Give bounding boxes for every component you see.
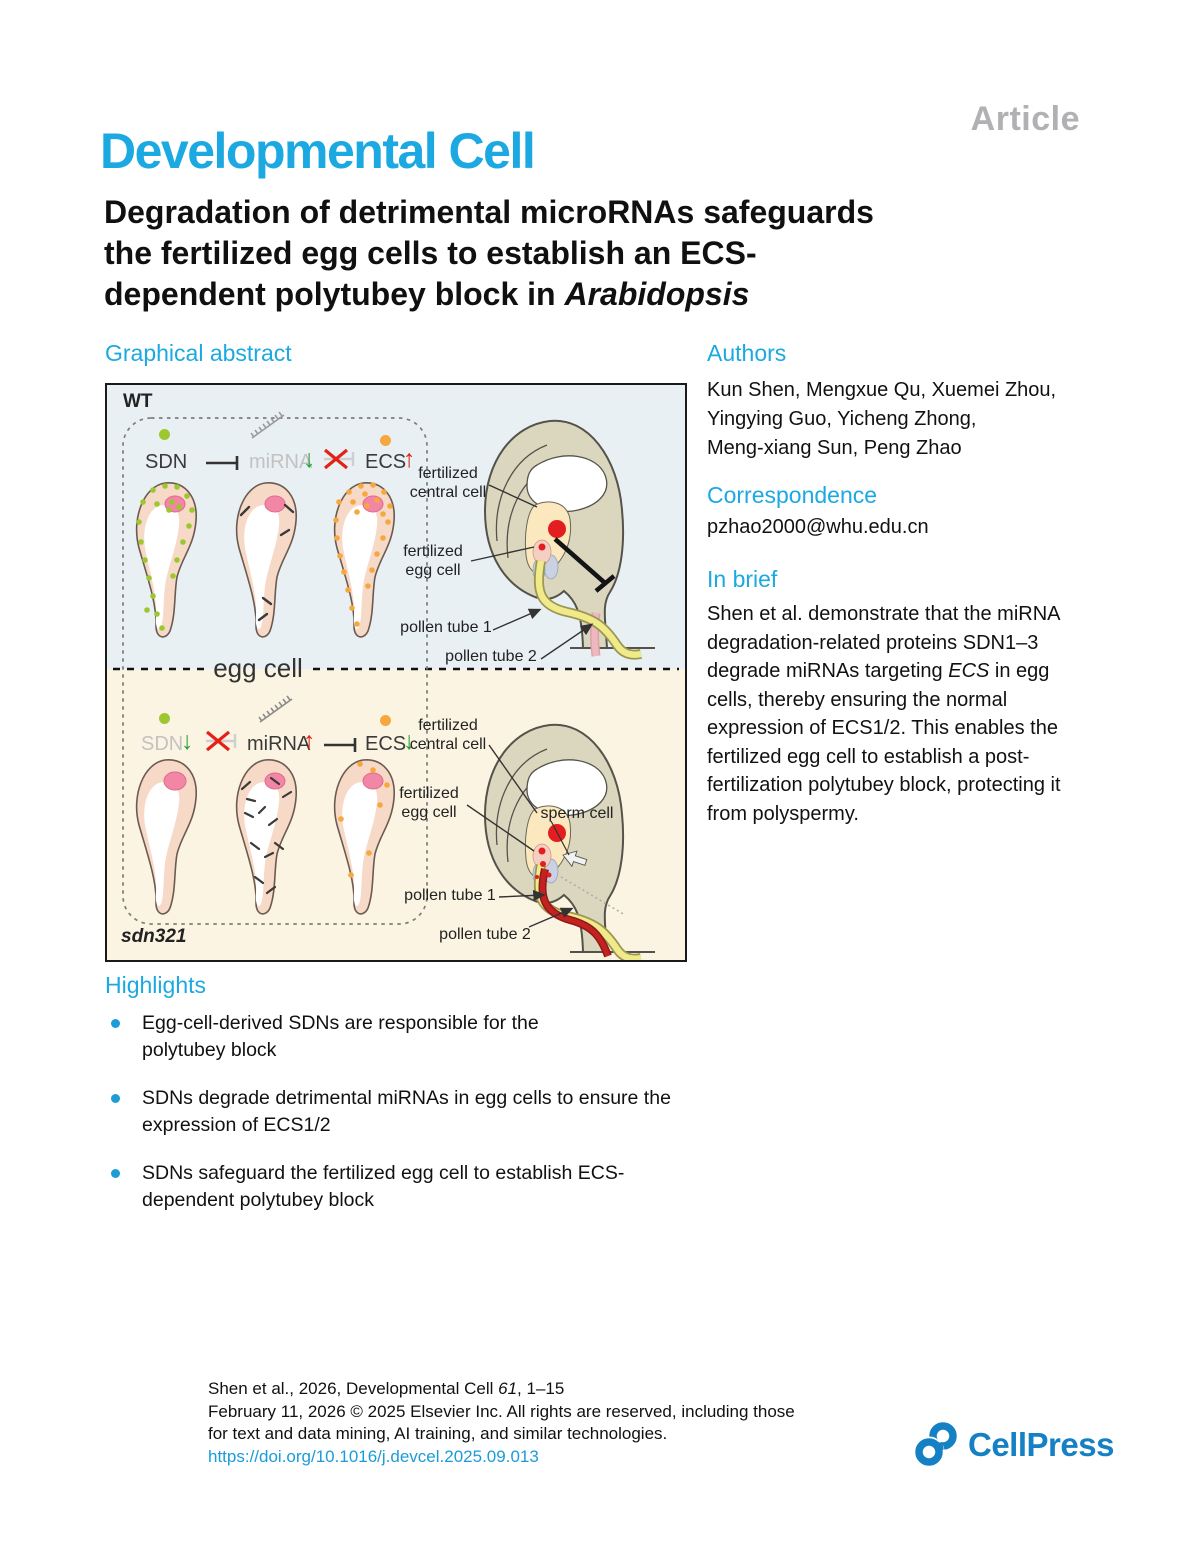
rights-line-2: for text and data mining, AI training, a… [208,1424,668,1443]
highlight-item: SDNs degrade detrimental miRNAs in egg c… [105,1085,725,1138]
highlight-text: SDNs degrade detrimental miRNAs in egg c… [142,1087,671,1136]
cellpress-logo-text: CellPress [968,1426,1114,1463]
in-brief-heading: In brief [707,566,778,592]
doi-link[interactable]: https://doi.org/10.1016/j.devcel.2025.09… [208,1446,539,1466]
highlights-list: Egg-cell-derived SDNs are responsible fo… [105,1010,725,1235]
mutant-sdn-label: SDN [141,733,184,755]
wt-sdn-label: SDN [145,451,188,473]
in-brief-gene-italic: ECS [948,660,990,682]
graphical-abstract-drawing [107,385,685,960]
mutant-panel-label: sdn321 [121,926,187,947]
authors-line: Yingying Guo, Yicheng Zhong, [707,408,977,430]
wt-sdn-cell [135,482,197,638]
highlight-item: Egg-cell-derived SDNs are responsible fo… [105,1010,725,1063]
blocked-inhibition-icon [323,448,355,470]
mutant-ecs-cell [333,759,395,915]
mutant-ovule-diagram [483,723,655,960]
sdn-protein-dot-icon [159,713,170,724]
wt-ovule-diagram [483,419,655,660]
in-brief-text: Shen et al. demonstrate that the miRNA d… [707,600,1099,828]
article-type-label: Article [970,100,1080,138]
ecs-protein-dot-icon [380,715,391,726]
wt-pollen-tube-2-label: pollen tube 2 [445,648,537,665]
wt-fertilized-egg-cell-label: fertilized egg cell [403,543,463,579]
mutant-pollen-tube-2-label: pollen tube 2 [439,926,531,943]
title-line-3: dependent polytubey block in [104,276,565,312]
mutant-fertilized-egg-cell-label: fertilized egg cell [399,785,459,821]
journal-title: Developmental Cell [100,123,536,179]
wt-panel-label: WT [123,391,153,412]
correspondence-email: pzhao2000@whu.edu.cn [707,516,929,538]
wt-central-cell-pointer [488,484,538,508]
wt-mirna-cell [235,482,297,638]
wt-pollen-tube-1-label: pollen tube 1 [400,619,492,636]
mutant-egg-cell-pointer [466,804,535,852]
citation-pre: Shen et al., 2026, Developmental Cell [208,1379,499,1398]
mutant-mirna-cell [235,759,297,915]
citation-line: Shen et al., 2026, Developmental Cell 61… [208,1378,795,1401]
mutant-central-cell-pointer [488,744,538,814]
authors-heading: Authors [707,340,787,366]
highlight-text: SDNs safeguard the fertilized egg cell t… [142,1162,625,1211]
mutant-sperm-cell-label: sperm cell [540,805,614,822]
mirna-down-arrow-icon: ↓ [303,445,316,473]
mutant-mirna-label: miRNA [247,733,311,755]
blocked-inhibition-icon [205,730,237,752]
title-line-2: the fertilized egg cells to establish an… [104,235,757,271]
mirna-hairpin-icon [258,695,293,723]
ecs-protein-dot-icon [380,435,391,446]
citation-pages: , 1–15 [517,1379,565,1398]
bullet-icon [111,1019,120,1028]
title-line-1: Degradation of detrimental microRNAs saf… [104,194,874,230]
authors-list: Kun Shen, Mengxue Qu, Xuemei Zhou, Yingy… [707,376,1105,463]
sdn-down-arrow-icon: ↓ [181,727,194,755]
graphical-abstract-figure: WT sdn321 egg cell SDN miRNA ↓ ECS ↑ [105,383,687,962]
mirna-up-arrow-icon: ↑ [303,727,316,755]
authors-line: Kun Shen, Mengxue Qu, Xuemei Zhou, [707,379,1057,401]
mutant-sdn-cell [135,759,197,915]
correspondence-heading: Correspondence [707,482,878,508]
wt-ecs-cell [333,482,395,638]
wt-egg-cell-pointer [470,546,535,562]
mutant-ecs-label: ECS [365,733,407,755]
cellpress-logo: CellPress [912,1420,1114,1470]
mutant-pollen-tube-1-label: pollen tube 1 [404,887,496,904]
highlight-text: Egg-cell-derived SDNs are responsible fo… [142,1012,539,1061]
egg-cell-label: egg cell [213,653,303,683]
ecs-up-arrow-icon: ↑ [403,445,416,473]
highlights-heading: Highlights [105,972,206,998]
cellpress-logo-icon [913,1422,957,1468]
mutant-pollen-tube2-pointer [528,907,574,928]
sdn-protein-dot-icon [159,429,170,440]
wt-mirna-label: miRNA [249,451,313,473]
citation-block: Shen et al., 2026, Developmental Cell 61… [208,1378,795,1468]
wt-ecs-label: ECS [365,451,407,473]
highlight-item: SDNs safeguard the fertilized egg cell t… [105,1160,725,1213]
inhibition-tbar-icon [324,738,357,752]
wt-pollen-tube1-pointer [492,608,542,631]
rights-line-1: February 11, 2026 © 2025 Elsevier Inc. A… [208,1401,795,1421]
mutant-sperm-cell-pointer [550,820,570,856]
wt-fertilized-central-cell-label: fertilized central cell [409,465,487,501]
mutant-pollen-tube1-pointer [498,889,546,902]
citation-volume: 61 [498,1379,518,1398]
graphical-abstract-heading: Graphical abstract [105,340,292,366]
wt-pollen-tube2-pointer [540,623,594,660]
paper-title: Degradation of detrimental microRNAs saf… [104,192,1104,315]
in-brief-part1: Shen et al. demonstrate that the miRNA d… [707,603,1060,682]
title-species-italic: Arabidopsis [564,276,750,312]
bullet-icon [111,1094,120,1103]
inhibition-tbar-icon [206,456,239,470]
authors-line: Meng-xiang Sun, Peng Zhao [707,437,962,459]
mutant-fertilized-central-cell-label: fertilized central cell [409,717,487,753]
bullet-icon [111,1169,120,1178]
mirna-hairpin-icon [250,411,285,439]
ecs-down-arrow-icon: ↓ [403,727,416,755]
in-brief-part2: in egg cells, thereby ensuring the norma… [707,660,1061,825]
